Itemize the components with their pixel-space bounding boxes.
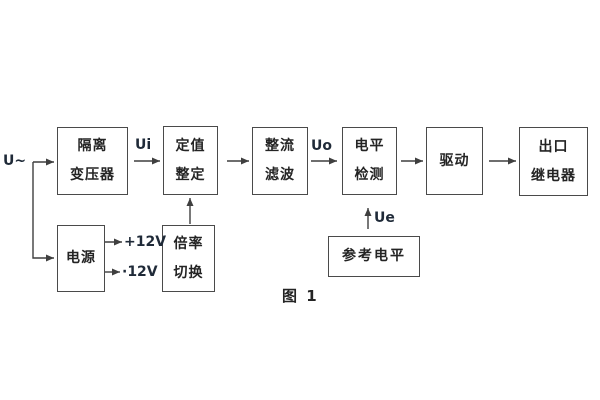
figure-caption: 图 1	[282, 287, 319, 305]
block-driver: 驱动	[426, 127, 483, 195]
block-label: 电平	[354, 138, 385, 154]
block-rectifier-filter: 整流 滤波	[252, 127, 308, 195]
block-isolation-transformer: 隔离 变压器	[57, 127, 128, 195]
block-label: 驱动	[439, 152, 470, 169]
block-label: 电源	[66, 250, 96, 266]
block-label: 出口	[538, 138, 569, 155]
block-label: 参考电平	[342, 248, 406, 264]
block-label: 隔离	[77, 138, 108, 154]
block-reference-level: 参考电平	[328, 236, 420, 277]
signal-label-uo: Uo	[311, 138, 332, 154]
block-power-supply: 电源	[57, 225, 105, 292]
block-label: 滤波	[265, 167, 295, 183]
signal-label-ue: Ue	[374, 210, 395, 226]
block-level-detector: 电平 检测	[342, 127, 397, 195]
signal-label-plus-12v: +12V	[124, 234, 167, 250]
block-label: 切换	[173, 264, 204, 281]
arrow-input-to-power	[32, 162, 54, 262]
block-label: 定值	[175, 137, 206, 154]
block-label: 检测	[354, 167, 385, 183]
block-setpoint-adjust: 定值 整定	[163, 126, 218, 195]
block-label: 变压器	[70, 167, 115, 183]
block-output-relay: 出口 继电器	[519, 127, 588, 196]
block-ratio-switch: 倍率 切换	[162, 225, 215, 292]
block-label: 整定	[175, 166, 206, 183]
signal-label-minus-12v: ·12V	[122, 264, 158, 280]
block-label: 倍率	[173, 235, 204, 252]
block-label: 整流	[265, 138, 295, 154]
signal-label-input-voltage: U~	[3, 153, 27, 169]
block-label: 继电器	[531, 167, 576, 184]
signal-label-ui: Ui	[135, 137, 152, 153]
